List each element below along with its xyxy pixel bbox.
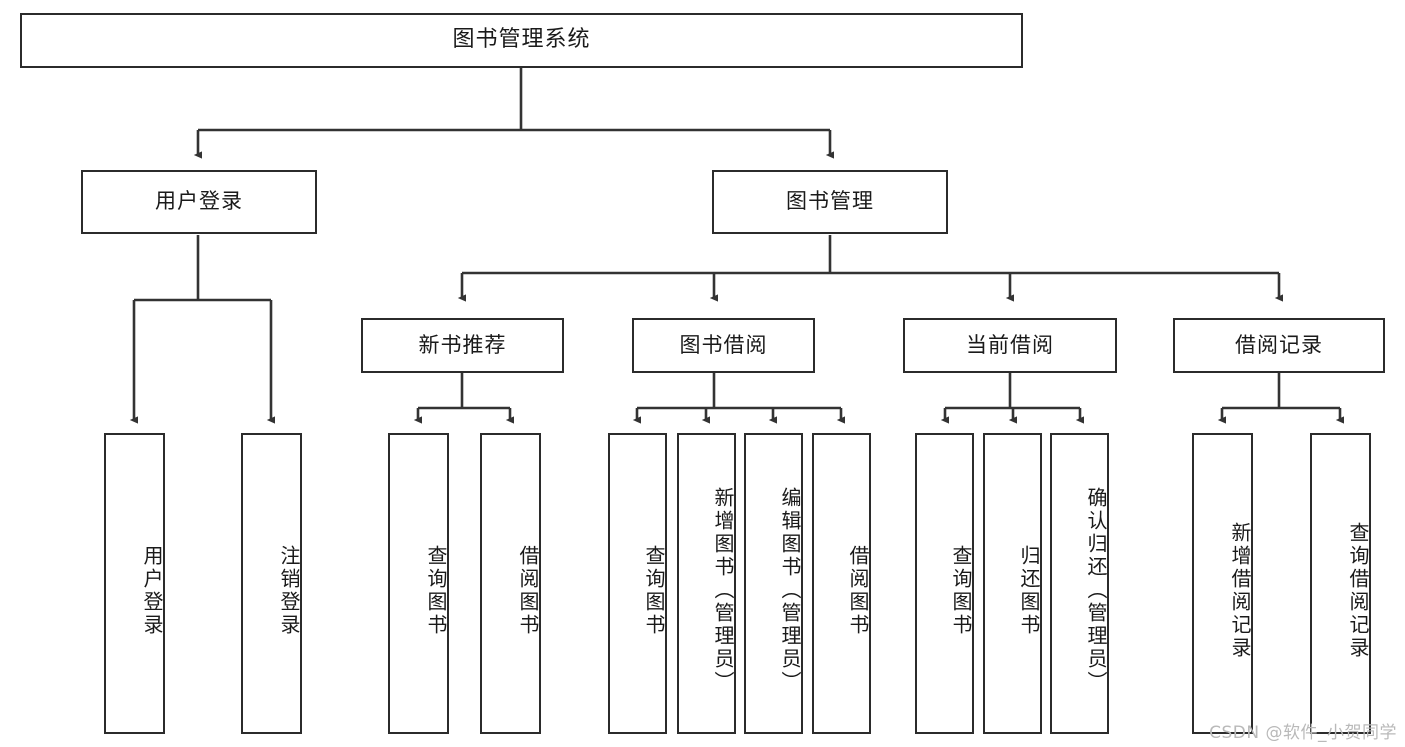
leaf-new-book-borrow-book[interactable]: 借阅图书 — [480, 433, 541, 734]
node-label: 用户登录 — [155, 189, 243, 214]
node-label: 归还图书 — [1017, 544, 1041, 637]
leaf-borrow-record-add-record[interactable]: 新增借阅记录 — [1192, 433, 1253, 734]
node-new-book-recommend[interactable]: 新书推荐 — [361, 318, 564, 373]
node-label: 查询图书 — [949, 544, 973, 637]
node-label: 查询图书 — [424, 544, 448, 637]
node-label: 图书管理 — [786, 189, 874, 214]
leaf-book-borrow-add-book-admin[interactable]: 新增图书（管理员） — [677, 433, 736, 734]
node-book-borrow[interactable]: 图书借阅 — [632, 318, 815, 373]
leaf-current-borrow-confirm-return-admin[interactable]: 确认归还（管理员） — [1050, 433, 1109, 734]
leaf-book-borrow-borrow-book[interactable]: 借阅图书 — [812, 433, 871, 734]
node-label: 新书推荐 — [418, 332, 507, 357]
node-book-management[interactable]: 图书管理 — [712, 170, 948, 234]
leaf-book-borrow-edit-book-admin[interactable]: 编辑图书（管理员） — [744, 433, 803, 734]
leaf-user-login-login[interactable]: 用户登录 — [104, 433, 165, 734]
node-label: 借阅图书 — [516, 544, 540, 637]
leaf-book-borrow-query-book[interactable]: 查询图书 — [608, 433, 667, 734]
leaf-new-book-query-book[interactable]: 查询图书 — [388, 433, 449, 734]
leaf-current-borrow-return-book[interactable]: 归还图书 — [983, 433, 1042, 734]
node-label: 图书借阅 — [679, 332, 768, 357]
node-root-book-management-system[interactable]: 图书管理系统 — [20, 13, 1023, 68]
node-label: 用户登录 — [140, 544, 164, 637]
node-label: 图书管理系统 — [452, 27, 591, 53]
node-current-borrow[interactable]: 当前借阅 — [903, 318, 1117, 373]
node-label: 当前借阅 — [966, 332, 1054, 357]
node-label: 新增借阅记录 — [1228, 521, 1252, 660]
leaf-user-login-logout[interactable]: 注销登录 — [241, 433, 302, 734]
node-label: 借阅记录 — [1235, 332, 1323, 357]
node-label: 注销登录 — [277, 544, 301, 637]
node-label: 查询图书 — [642, 544, 666, 637]
leaf-current-borrow-query-book[interactable]: 查询图书 — [915, 433, 974, 734]
node-label: 借阅图书 — [846, 544, 870, 637]
node-label: 编辑图书（管理员） — [778, 487, 802, 694]
node-user-login[interactable]: 用户登录 — [81, 170, 317, 234]
node-label: 查询借阅记录 — [1346, 521, 1370, 660]
node-label: 新增图书（管理员） — [711, 487, 735, 694]
node-label: 确认归还（管理员） — [1084, 487, 1108, 694]
leaf-borrow-record-query-record[interactable]: 查询借阅记录 — [1310, 433, 1371, 734]
node-borrow-record[interactable]: 借阅记录 — [1173, 318, 1385, 373]
